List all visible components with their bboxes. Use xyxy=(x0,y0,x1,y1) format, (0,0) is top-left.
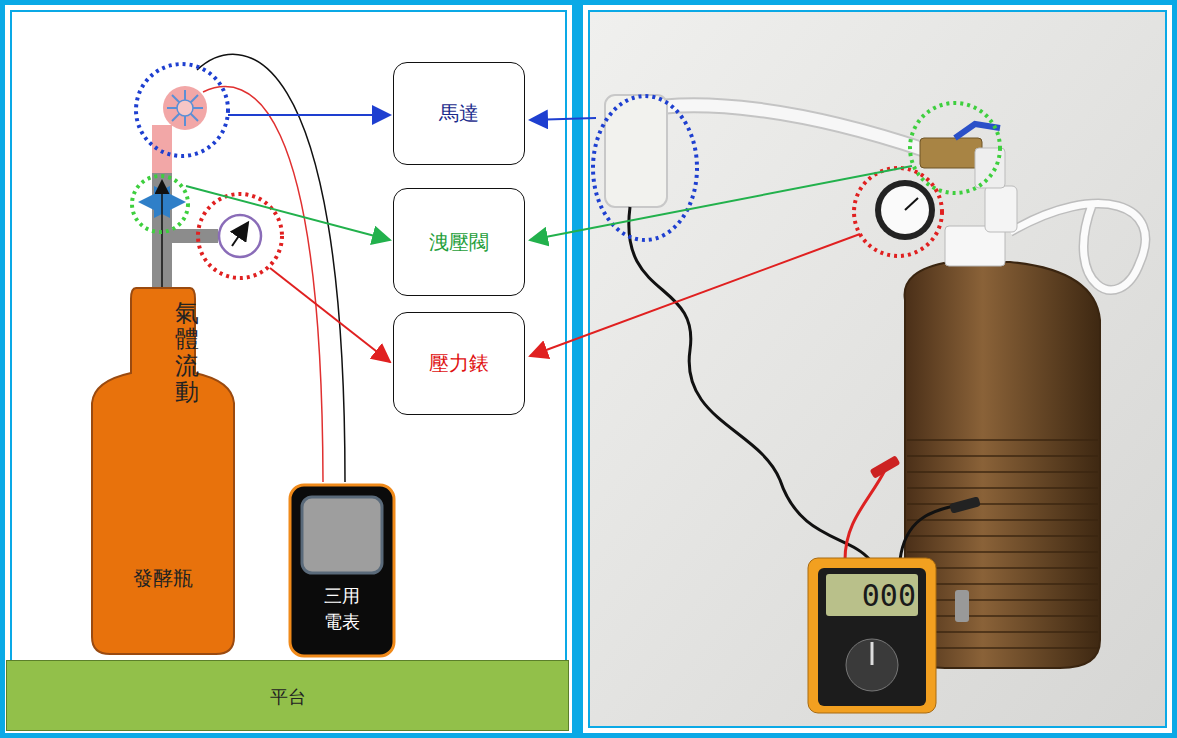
multimeter: 三用電表 xyxy=(288,483,396,658)
platform-band: 平台 xyxy=(6,660,569,731)
callout-box: 馬達 xyxy=(393,62,525,165)
callout-box: 洩壓閥 xyxy=(393,188,525,296)
node-text: 壓力錶 xyxy=(429,350,489,377)
node-text: 三用電表 xyxy=(322,583,362,635)
node-text: 發酵瓶 xyxy=(88,565,238,592)
node-text: 洩壓閥 xyxy=(429,229,489,256)
callout-box: 壓力錶 xyxy=(393,312,525,415)
fermentation-bottle: 發酵瓶 xyxy=(88,285,238,657)
node-text: 馬達 xyxy=(439,100,479,127)
node-text: 平台 xyxy=(7,685,568,709)
lcd-reading: 000 xyxy=(828,575,916,617)
flow-label: 氣體流動 xyxy=(175,300,199,406)
bottle-outline xyxy=(88,285,238,657)
